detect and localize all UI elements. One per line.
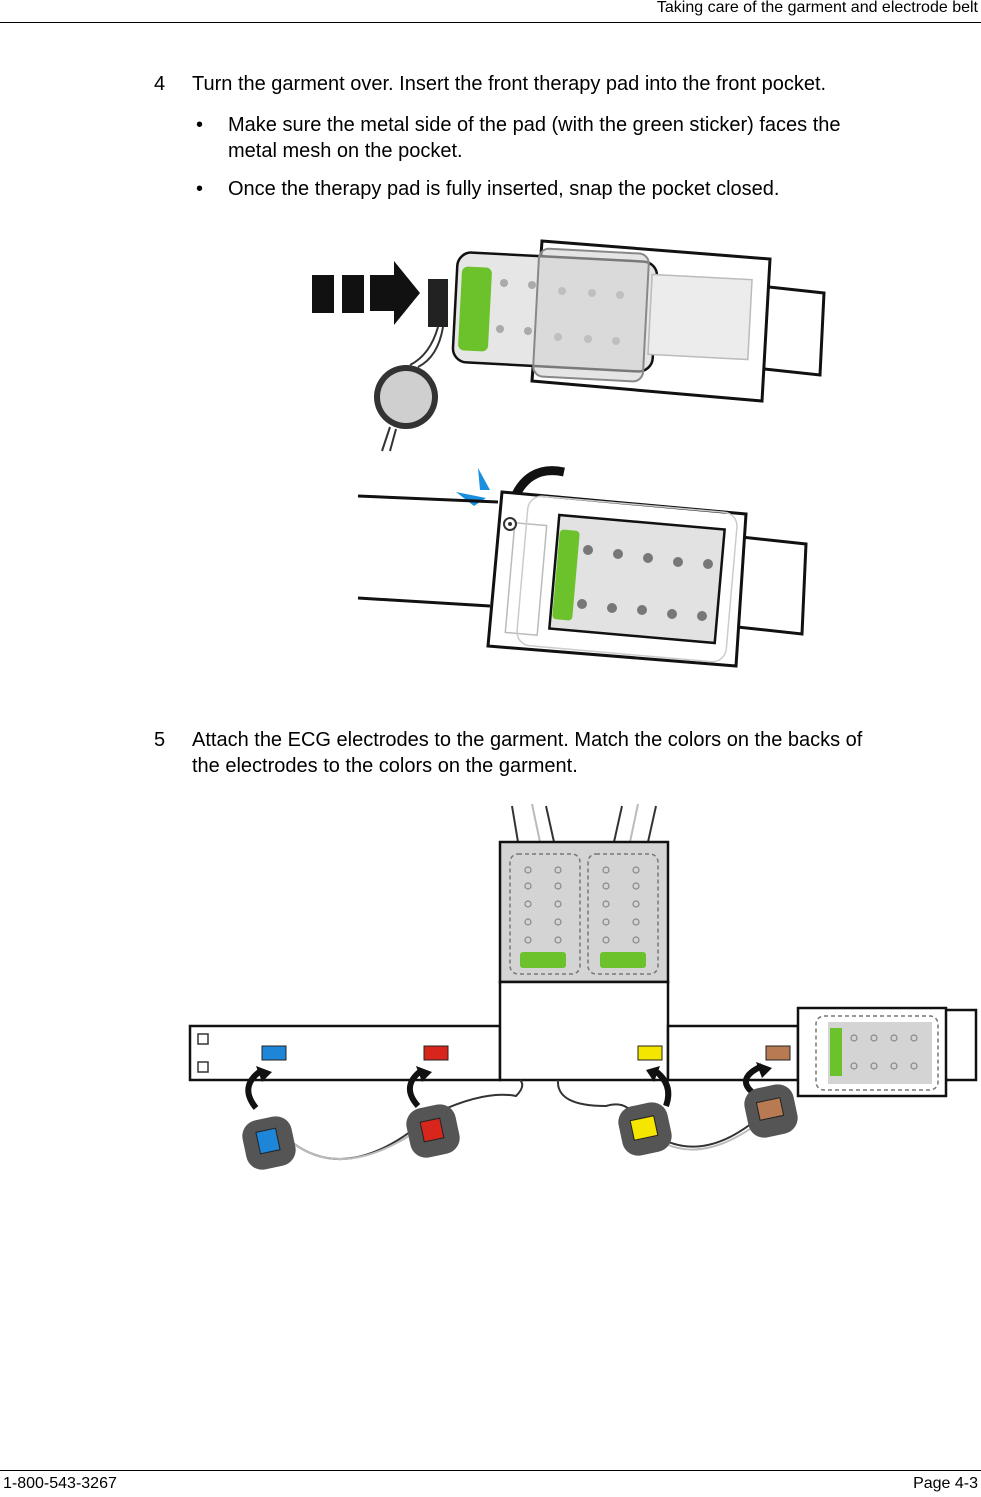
header-title: Taking care of the garment and electrode… bbox=[656, 0, 978, 16]
footer-page-number: Page 4-3 bbox=[913, 1475, 978, 1492]
step-number: 4 bbox=[154, 73, 166, 95]
page-header: Taking care of the garment and electrode… bbox=[0, 0, 981, 23]
ecg-electrodes-garment-illustration bbox=[188, 803, 978, 1170]
step-text-line: the electrodes to the colors on the garm… bbox=[192, 755, 578, 777]
bullet-dot: • bbox=[196, 114, 204, 136]
bullet-item: • Make sure the metal side of the pad (w… bbox=[196, 112, 956, 164]
pocket-snap-closed-illustration bbox=[357, 466, 808, 668]
page-footer: 1-800-543-3267 Page 4-3 bbox=[0, 1470, 981, 1497]
step-number: 5 bbox=[154, 729, 166, 751]
step-text-line: Attach the ECG electrodes to the garment… bbox=[192, 729, 863, 751]
step-5: 5 Attach the ECG electrodes to the garme… bbox=[154, 727, 974, 779]
therapy-pad-insert-illustration bbox=[312, 239, 826, 452]
bullet-text-line: Once the therapy pad is fully inserted, … bbox=[228, 178, 780, 200]
bullet-item: • Once the therapy pad is fully inserted… bbox=[196, 176, 956, 202]
step-text: Turn the garment over. Insert the front … bbox=[192, 73, 827, 95]
bullet-dot: • bbox=[196, 178, 204, 200]
bullet-text-line: Make sure the metal side of the pad (wit… bbox=[228, 114, 841, 136]
footer-phone: 1-800-543-3267 bbox=[3, 1475, 117, 1492]
step-4: 4 Turn the garment over. Insert the fron… bbox=[154, 71, 954, 97]
bullet-text-line: metal mesh on the pocket. bbox=[228, 140, 463, 162]
